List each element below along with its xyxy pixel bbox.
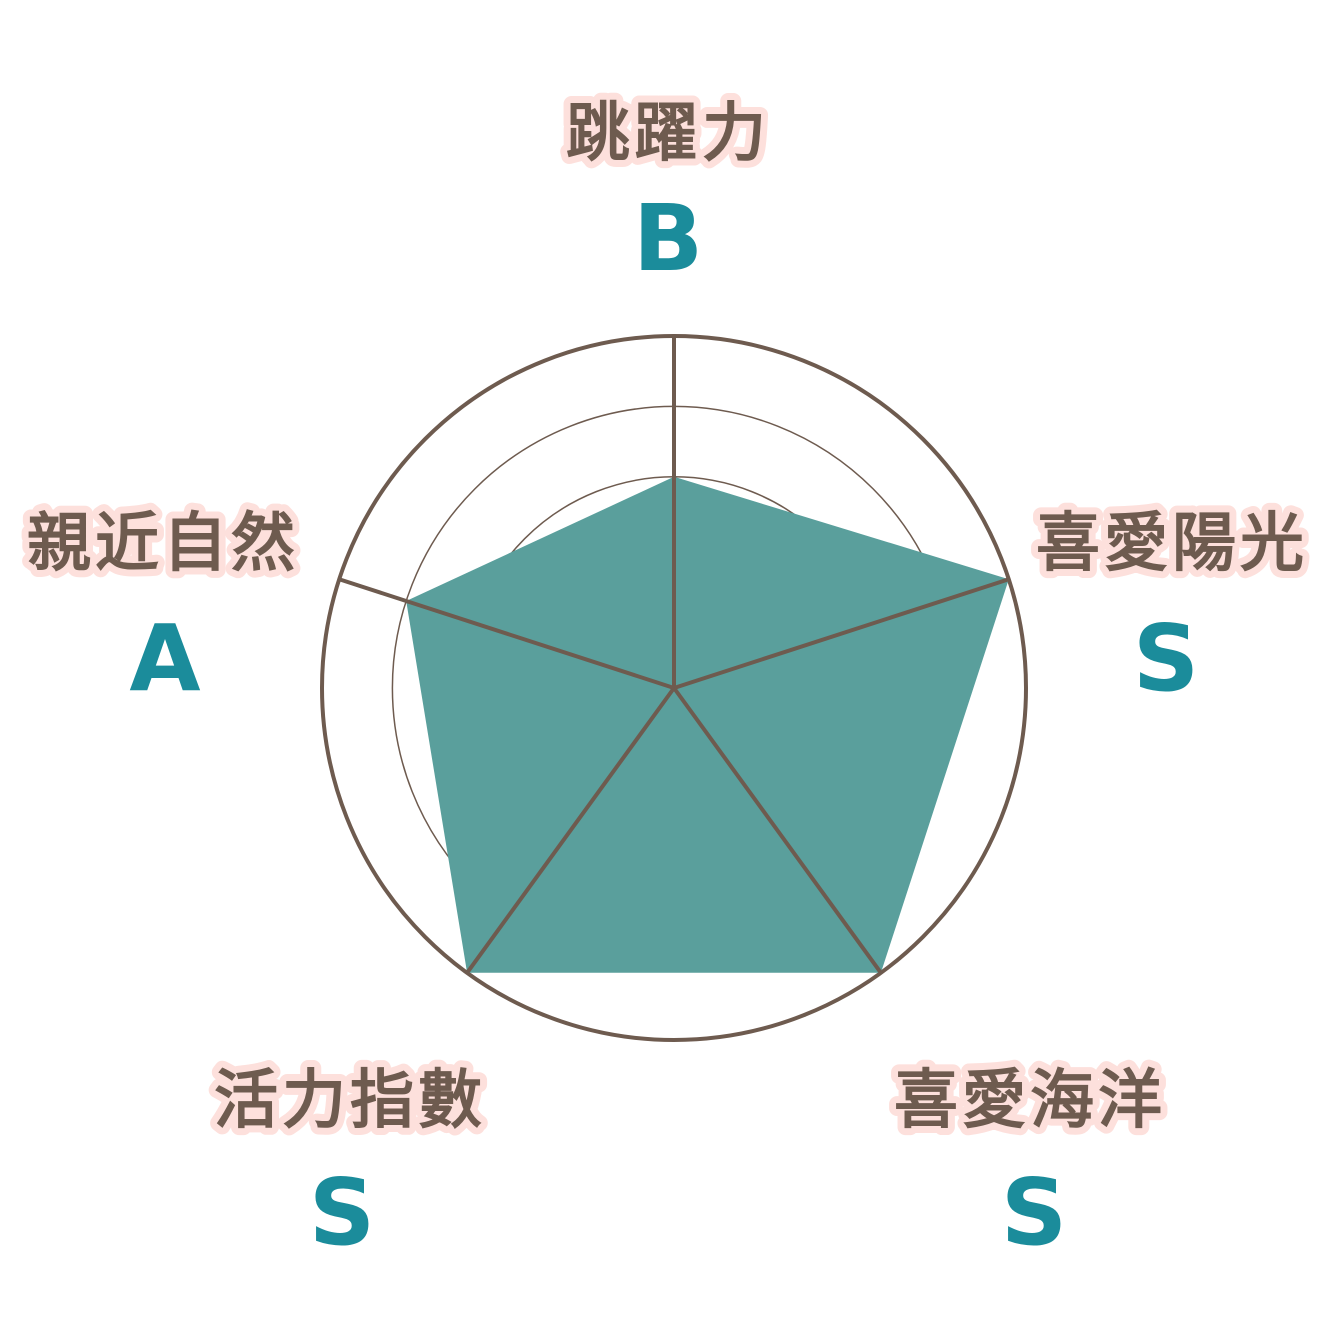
grade-jump: B — [633, 185, 703, 292]
data-area — [406, 476, 1009, 973]
spoke-4 — [338, 577, 675, 690]
spoke-1 — [673, 577, 1010, 690]
axis-label-sunlight: 喜愛陽光 — [1036, 507, 1308, 581]
axis-label-nature: 親近自然 — [27, 507, 299, 581]
grade-ocean: S — [1001, 1159, 1067, 1266]
radar-spokes — [338, 336, 1010, 974]
spoke-3 — [465, 686, 676, 974]
grade-nature: A — [129, 605, 200, 712]
spoke-2 — [672, 686, 883, 974]
axis-label-jump: 跳躍力 — [566, 97, 770, 171]
axis-label-ocean: 喜愛海洋 — [894, 1064, 1166, 1138]
axis-label-vitality: 活力指數 — [214, 1064, 486, 1138]
axis-labels: 跳躍力 B 喜愛陽光 S 喜愛海洋 S 活力指數 S 親近自然 A — [20, 90, 1311, 1266]
grade-sunlight: S — [1133, 605, 1199, 712]
grade-vitality: S — [309, 1159, 375, 1266]
